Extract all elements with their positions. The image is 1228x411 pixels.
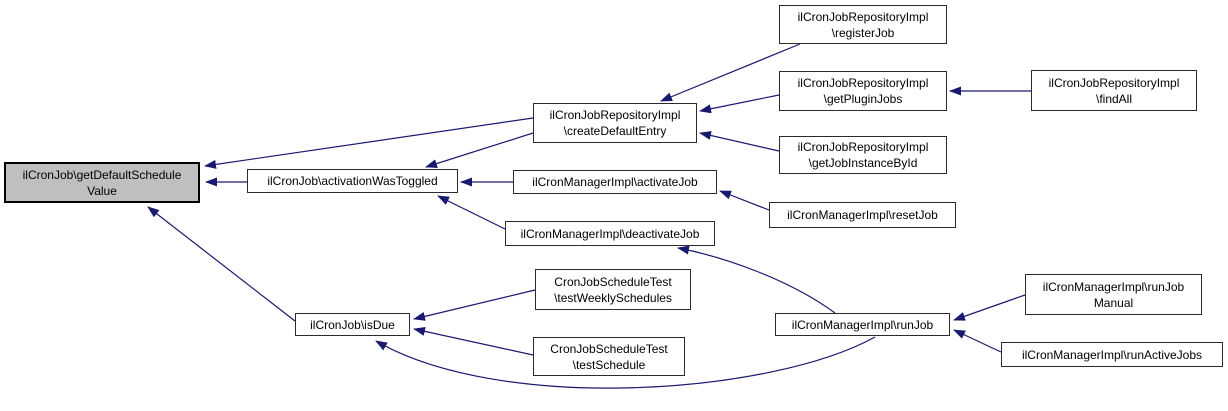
node-getPluginJobs[interactable]: ilCronJobRepositoryImpl \getPluginJobs xyxy=(779,71,947,111)
edge-runJobManual-to-runJob xyxy=(953,294,1026,321)
node-resetJob[interactable]: ilCronManagerImpl\resetJob xyxy=(769,202,956,228)
node-label: \registerJob xyxy=(831,25,895,40)
edge-createDefaultEntry-to-getDefaultScheduleValue xyxy=(204,117,534,169)
node-label: ilCronManagerImpl\runJob xyxy=(1042,279,1185,294)
edge-getJobInstanceById-to-createDefaultEntry xyxy=(699,131,780,152)
node-label: Manual xyxy=(1093,295,1134,310)
edge-runJob-to-isDue xyxy=(375,336,876,389)
node-findAll[interactable]: ilCronJobRepositoryImpl \findAll xyxy=(1031,70,1197,111)
node-label: ilCronManagerImpl\runActiveJobs xyxy=(1021,347,1203,362)
edge-resetJob-to-activateJob xyxy=(719,190,770,211)
node-label: ilCronJobRepositoryImpl xyxy=(797,9,929,24)
node-label: CronJobScheduleTest xyxy=(554,274,672,289)
node-label: ilCronJob\activationWasToggled xyxy=(267,174,438,188)
node-label: ilCronManagerImpl\resetJob xyxy=(787,208,938,222)
edge-isDue-to-getDefaultScheduleValue xyxy=(147,206,296,322)
node-label: ilCronJobRepositoryImpl xyxy=(1048,75,1180,90)
node-label: \findAll xyxy=(1095,91,1133,106)
node-label: ilCronManagerImpl\activateJob xyxy=(532,175,698,189)
edge-testSchedule-to-isDue xyxy=(413,326,534,356)
node-label: ilCronJobRepositoryImpl xyxy=(797,76,929,90)
node-deactivateJob[interactable]: ilCronManagerImpl\deactivateJob xyxy=(505,221,715,246)
node-label: \getPluginJobs xyxy=(823,92,903,106)
node-label: ilCronJobRepositoryImpl xyxy=(549,108,681,122)
node-activationWasToggled[interactable]: ilCronJob\activationWasToggled xyxy=(247,169,458,193)
edge-runJob-to-deactivateJob xyxy=(677,245,836,314)
node-runActiveJobs[interactable]: ilCronManagerImpl\runActiveJobs xyxy=(1001,342,1223,367)
node-isDue[interactable]: ilCronJob\isDue xyxy=(295,313,410,336)
node-runJobManual[interactable]: ilCronManagerImpl\runJob Manual xyxy=(1025,274,1202,315)
edge-createDefaultEntry-to-activationWasToggled xyxy=(425,132,534,168)
node-label: ilCronJob\getDefaultSchedule xyxy=(22,167,182,182)
node-createDefaultEntry[interactable]: ilCronJobRepositoryImpl \createDefaultEn… xyxy=(533,103,697,143)
edge-testWeeklySchedules-to-isDue xyxy=(413,289,536,321)
node-label: \getJobInstanceById xyxy=(808,156,918,170)
node-label: \createDefaultEntry xyxy=(563,124,667,138)
node-getDefaultScheduleValue: ilCronJob\getDefaultSchedule Value xyxy=(4,162,200,203)
node-label: ilCronManagerImpl\deactivateJob xyxy=(520,226,700,241)
node-testSchedule[interactable]: CronJobScheduleTest \testSchedule xyxy=(533,337,685,376)
node-runJob[interactable]: ilCronManagerImpl\runJob xyxy=(775,313,950,336)
node-getJobInstanceById[interactable]: ilCronJobRepositoryImpl \getJobInstanceB… xyxy=(779,136,947,174)
node-label: \testSchedule xyxy=(572,357,646,372)
edge-deactivateJob-to-activationWasToggled xyxy=(437,195,506,230)
edge-registerJob-to-createDefaultEntry xyxy=(660,43,801,102)
edge-getPluginJobs-to-createDefaultEntry xyxy=(699,94,780,114)
edge-runActiveJobs-to-runJob xyxy=(953,329,1002,353)
node-testWeeklySchedules[interactable]: CronJobScheduleTest \testWeeklySchedules xyxy=(535,269,691,310)
node-label: ilCronJobRepositoryImpl xyxy=(797,140,929,154)
node-label: Value xyxy=(87,183,117,198)
node-label: CronJobScheduleTest xyxy=(550,341,668,356)
node-label: \testWeeklySchedules xyxy=(554,290,672,305)
node-label: ilCronJob\isDue xyxy=(310,317,395,332)
node-label: ilCronManagerImpl\runJob xyxy=(791,317,934,332)
node-registerJob[interactable]: ilCronJobRepositoryImpl \registerJob xyxy=(779,5,947,44)
node-activateJob[interactable]: ilCronManagerImpl\activateJob xyxy=(513,170,717,194)
